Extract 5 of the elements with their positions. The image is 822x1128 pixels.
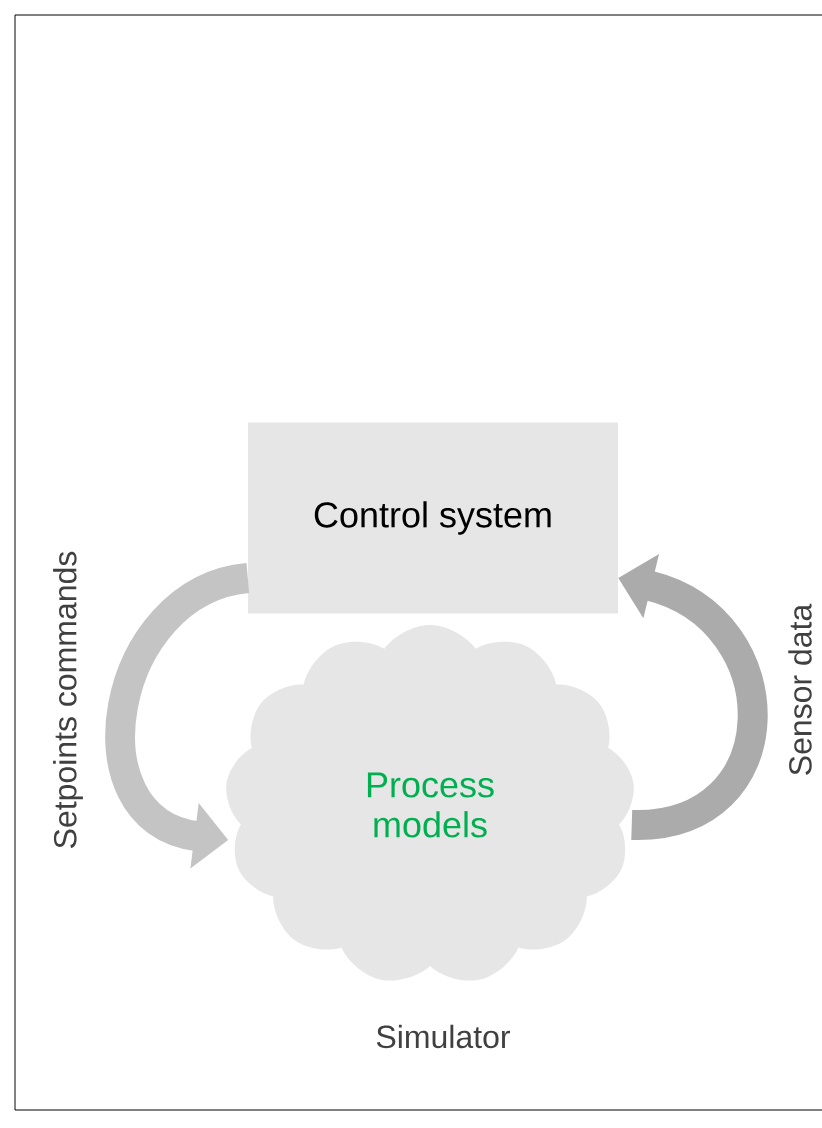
process-cloud: Process models <box>226 625 634 981</box>
process-box: Control system <box>248 422 618 614</box>
caption-text: Simulator <box>376 1024 510 1049</box>
edge-label: Sensor data <box>788 603 812 775</box>
edge-label: Setpoints commands <box>53 551 83 848</box>
